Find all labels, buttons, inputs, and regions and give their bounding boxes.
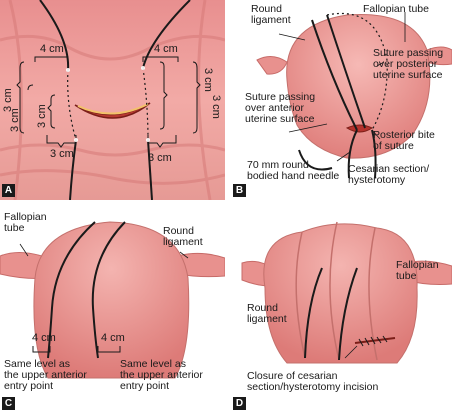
entry-points [66,66,150,142]
dim-bottom-right: 3 cm [148,152,172,164]
label-round-ligament: Round ligament [163,225,203,248]
dim-top-left: 4 cm [40,43,64,55]
panel-d-illustration [227,208,452,413]
label-fallopian-tube: Fallopian tube [363,3,429,15]
suture-posterior-dotted [326,13,388,131]
suture-right [91,221,126,359]
suture-front-right [326,14,366,129]
suture-left [47,221,96,359]
panel-a-illustration [0,0,225,200]
panel-a: 4 cm 4 cm 3 cm 3 cm 3 cm 3 cm 3 cm 3 cm … [0,0,225,200]
label-same-level-left: Same level as the upper anterior entry p… [4,358,87,392]
uterus-body [263,223,418,364]
panel-d: Fallopian tube Round ligament Closure of… [227,208,452,413]
suture-left [304,267,323,359]
label-suture-anterior: Suture passing over anterior uterine sur… [245,91,316,125]
uterus-body [33,221,190,379]
dim-bottom-left: 3 cm [50,148,74,160]
label-fallopian-tube: Fallopian tube [396,259,439,282]
suture-anterior-front [311,19,358,131]
leader-lines [19,243,189,259]
suture-posterior-tail [371,129,377,179]
compression-lobes [295,221,378,361]
panel-c-illustration [0,208,225,413]
suture-dotted-right [142,67,149,141]
label-closure: Closure of cesarian section/hysterotomy … [247,370,379,393]
panel-c-badge: C [2,397,15,410]
leader-lines [344,345,358,359]
label-posterior-bite: Posterior bite of suture [373,129,435,152]
suture-left [39,0,70,71]
suture-left-lower [69,139,77,200]
incision-stitches [358,335,388,347]
dimension-brackets [32,346,121,353]
label-round-ligament: Round ligament [251,3,291,26]
surface-folds [0,0,225,200]
dim-right: 4 cm [101,332,125,344]
panel-a-badge: A [2,184,15,197]
uterine-surface [0,0,225,200]
panel-b: Round ligament Fallopian tube Suture pas… [227,0,452,200]
closed-incision [354,337,396,344]
dimension-brackets [16,56,201,148]
hand-needle [298,149,333,171]
fallopian-tube-right [426,46,452,66]
dim-top-right: 4 cm [154,43,178,55]
leader-lines [278,12,406,162]
panel-b-badge: B [233,184,246,197]
label-cesarean: Cesarian section/ hysterotomy [348,163,430,186]
label-suture-posterior: Suture passing over posterior uterine su… [373,47,444,81]
panel-c: Fallopian tube Round ligament 4 cm 4 cm … [0,208,225,413]
suture-dotted-left [67,69,77,141]
dim-left: 4 cm [32,332,56,344]
suture-right [142,0,191,69]
panel-d-badge: D [233,397,246,410]
dim-right-outer: 3 cm [202,68,214,92]
label-needle: 70 mm round bodied hand needle [247,159,340,182]
panel-b-illustration [227,0,452,200]
dim-right-inner-upper: 3 cm [210,95,222,119]
label-fallopian-tube: Fallopian tube [4,211,47,234]
label-same-level-right: Same level as the upper anterior entry p… [120,358,203,392]
dim-left-inner-lower: 3 cm [9,108,21,132]
suture-right-lower [147,139,153,200]
dim-left-inner-upper: 3 cm [36,104,48,128]
suture-right [338,267,358,361]
label-round-ligament: Round ligament [247,302,287,325]
